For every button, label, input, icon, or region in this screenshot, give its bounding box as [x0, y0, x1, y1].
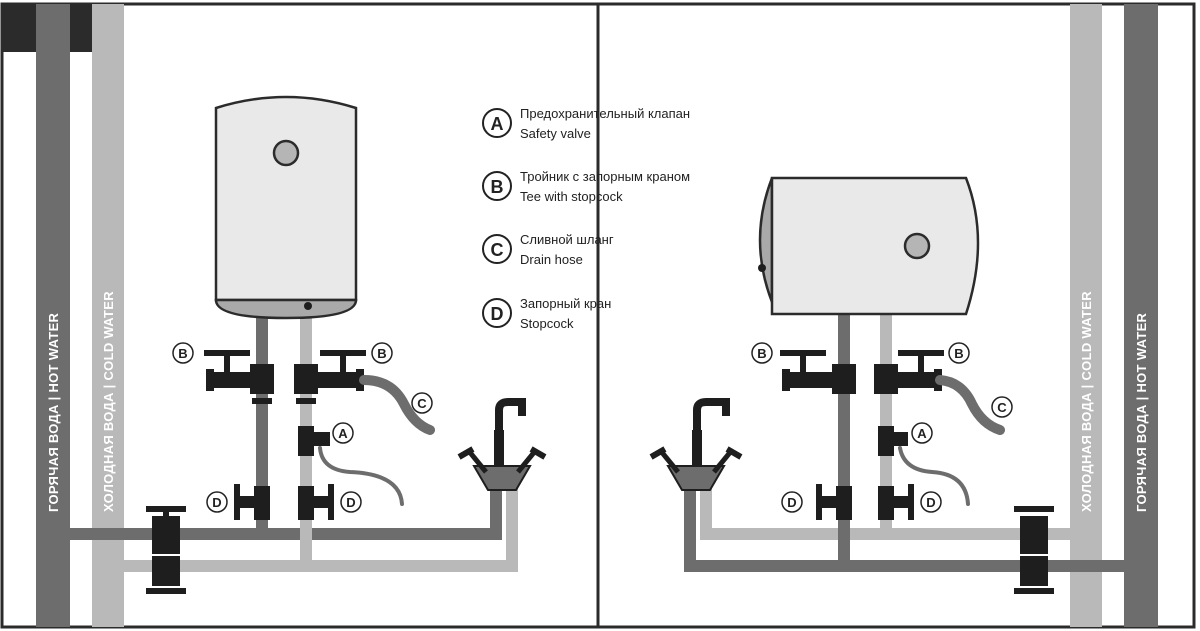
- wall-valve-hot-left: [146, 506, 186, 554]
- callout-letter: C: [417, 396, 427, 411]
- legend-label-ru: Тройник с запорным краном: [520, 169, 690, 184]
- vertical-water-heater: [214, 95, 358, 320]
- safety-drain-hose-right: [898, 446, 970, 506]
- hot-water-label-right: ГОРЯЧАЯ ВОДА | HOT WATER: [1134, 312, 1149, 512]
- callout-d-left-2: D: [340, 491, 362, 513]
- drain-hose-left: [359, 375, 435, 435]
- wall-valve-cold-right: [1014, 506, 1054, 554]
- legend-letter: A: [491, 114, 504, 134]
- callout-b-right-1: B: [751, 342, 773, 364]
- callout-letter: C: [997, 400, 1007, 415]
- callout-letter: B: [377, 346, 386, 361]
- indicator-light-icon: [758, 264, 766, 272]
- callout-d-right-2: D: [920, 491, 942, 513]
- cold-water-label-left: ХОЛОДНАЯ ВОДА | COLD WATER: [101, 291, 116, 512]
- stopcock-hot-left: [234, 484, 270, 520]
- callout-letter: B: [954, 346, 963, 361]
- stopcock-cold-right: [878, 484, 914, 520]
- legend-label-en: Stopcock: [520, 316, 574, 331]
- callout-letter: B: [757, 346, 766, 361]
- legend-item: C Сливной шланг Drain hose: [482, 232, 614, 267]
- legend-item: A Предохранительный клапан Safety valve: [482, 106, 690, 141]
- callout-letter: A: [917, 426, 927, 441]
- wall-valve-hot-right: [1014, 556, 1054, 594]
- wall-valve-cold-left: [146, 556, 186, 594]
- callout-d-right-1: D: [781, 491, 803, 513]
- cold-branch-left: [124, 560, 518, 572]
- stopcock-cold-left: [298, 484, 334, 520]
- callout-b-left-2: B: [371, 342, 393, 364]
- callout-a-left: A: [332, 422, 354, 444]
- indicator-light-icon: [304, 302, 312, 310]
- callout-letter: A: [338, 426, 348, 441]
- cold-mixer-riser-right: [700, 486, 712, 540]
- callout-a-right: A: [911, 422, 933, 444]
- hot-riser-left: [36, 4, 70, 627]
- hot-branch-left: [70, 528, 502, 540]
- hot-mixer-riser-left: [490, 486, 502, 540]
- legend: A Предохранительный клапан Safety valve …: [482, 106, 690, 331]
- legend-label-ru: Запорный кран: [520, 296, 611, 311]
- horizontal-water-heater: [758, 176, 980, 316]
- safety-valve-left: [298, 426, 330, 456]
- thermostat-dial-icon: [903, 232, 931, 260]
- hot-mixer-riser-right: [684, 486, 696, 572]
- cold-water-label-right: ХОЛОДНАЯ ВОДА | COLD WATER: [1079, 291, 1094, 512]
- callout-c-left: C: [411, 392, 433, 414]
- hot-branch-right: [684, 560, 1124, 572]
- callout-letter: D: [212, 495, 221, 510]
- tee-stopcock-hot-left: [204, 350, 274, 404]
- callout-letter: D: [787, 495, 796, 510]
- hot-outlet-pipe-right: [838, 314, 850, 572]
- mixer-tap-left: [457, 398, 547, 491]
- legend-label-ru: Сливной шланг: [520, 232, 614, 247]
- callout-letter: D: [926, 495, 935, 510]
- legend-label-en: Tee with stopcock: [520, 189, 623, 204]
- thermostat-dial-icon: [272, 139, 300, 167]
- callout-letter: B: [178, 346, 187, 361]
- callout-d-left-1: D: [206, 491, 228, 513]
- hot-water-label-left: ГОРЯЧАЯ ВОДА | HOT WATER: [46, 312, 61, 512]
- callout-c-right: C: [991, 396, 1013, 418]
- callout-b-right-2: B: [948, 342, 970, 364]
- cold-riser-left: [92, 4, 124, 627]
- callout-b-left-1: B: [172, 342, 194, 364]
- legend-letter: B: [491, 177, 504, 197]
- legend-letter: D: [491, 304, 504, 324]
- legend-label-en: Safety valve: [520, 126, 591, 141]
- hot-riser-right: [1124, 4, 1158, 627]
- legend-letter: C: [491, 240, 504, 260]
- stopcock-hot-right: [816, 484, 852, 520]
- safety-valve-right: [878, 426, 908, 456]
- cold-mixer-riser-left: [506, 486, 518, 572]
- drain-hose-right: [935, 375, 1005, 435]
- legend-item: D Запорный кран Stopcock: [482, 296, 611, 331]
- tee-stopcock-hot-right: [780, 350, 856, 394]
- legend-item: B Тройник с запорным краном Tee with sto…: [482, 169, 690, 204]
- safety-drain-hose-left: [318, 446, 404, 506]
- callout-letter: D: [346, 495, 355, 510]
- legend-label-en: Drain hose: [520, 252, 583, 267]
- mixer-tap-right: [649, 398, 743, 491]
- cold-riser-right: [1070, 4, 1102, 627]
- legend-label-ru: Предохранительный клапан: [520, 106, 690, 121]
